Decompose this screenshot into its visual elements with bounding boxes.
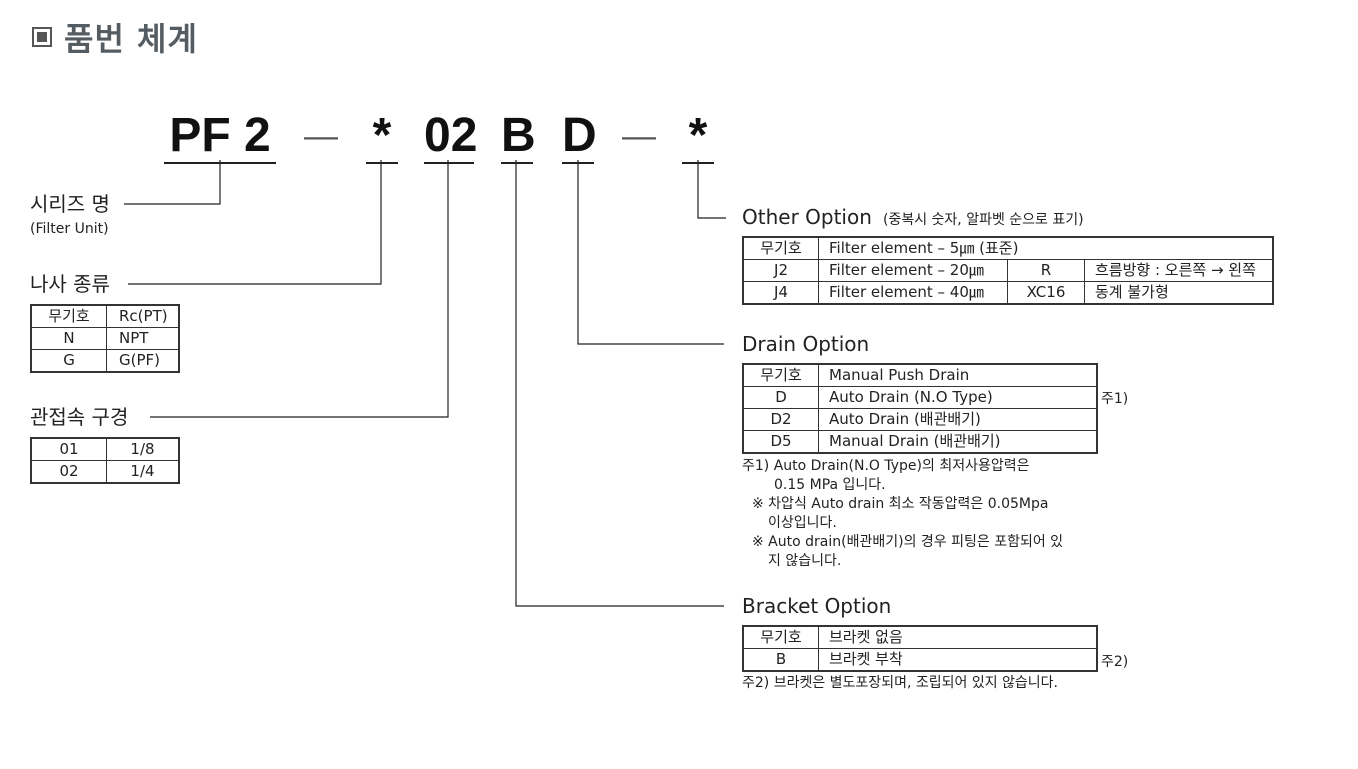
port-code: 02 <box>30 460 107 484</box>
port-value: 1/8 <box>106 437 180 461</box>
series-label: 시리즈 명 <box>30 192 110 216</box>
code-bracket: B <box>501 109 536 164</box>
drain-desc: Manual Push Drain <box>818 363 1098 387</box>
drain-note-line: 0.15 MPa 입니다. <box>774 477 886 493</box>
thread-table: 무기호 Rc(PT) N NPT G G(PF) <box>30 304 180 373</box>
leader-drain <box>577 160 724 345</box>
square-bullet-icon <box>32 27 52 47</box>
table-row: N NPT <box>30 327 180 350</box>
thread-code: N <box>30 327 107 350</box>
thread-code: G <box>30 349 107 373</box>
bracket-code: 무기호 <box>742 625 819 649</box>
port-value: 1/4 <box>106 460 180 484</box>
other-option-heading: Other Option (중복시 숫자, 알파벳 순으로 표기) <box>742 205 1084 229</box>
series-sublabel: (Filter Unit) <box>30 221 109 237</box>
drain-note-line: ※ Auto drain(배관배기)의 경우 피팅은 포함되어 있 <box>752 534 1064 550</box>
code-drain: D <box>562 109 597 164</box>
table-row: 무기호 Manual Push Drain <box>742 363 1098 387</box>
thread-value: G(PF) <box>106 349 180 373</box>
table-row: B 브라켓 부착 <box>742 648 1098 672</box>
drain-option-label: Drain Option <box>742 332 870 356</box>
bracket-code: B <box>742 648 819 672</box>
other-code: J2 <box>742 259 819 282</box>
other-desc: Filter element – 40㎛ <box>818 281 1008 305</box>
table-row: G G(PF) <box>30 349 180 373</box>
table-row: J4 Filter element – 40㎛ XC16 동계 불가형 <box>742 281 1274 305</box>
table-row: D Auto Drain (N.O Type) <box>742 386 1098 409</box>
thread-label: 나사 종류 <box>30 272 110 296</box>
other-code-2: XC16 <box>1007 281 1085 305</box>
table-row: J2 Filter element – 20㎛ R 흐름방향 : 오른쪽 → 왼… <box>742 259 1274 282</box>
bracket-note-marker: 주2) <box>1101 654 1129 670</box>
other-code-2: R <box>1007 259 1085 282</box>
leader-thread <box>128 160 382 285</box>
port-table: 01 1/8 02 1/4 <box>30 437 180 484</box>
code-thread: * <box>366 110 398 164</box>
drain-option-table: 무기호 Manual Push Drain D Auto Drain (N.O … <box>742 363 1098 454</box>
table-row: D5 Manual Drain (배관배기) <box>742 430 1098 454</box>
bracket-desc: 브라켓 없음 <box>818 625 1098 649</box>
leader-series <box>124 160 221 205</box>
other-desc-2: 동계 불가형 <box>1084 281 1274 305</box>
leader-port <box>150 160 449 418</box>
drain-note-line: 지 않습니다. <box>768 553 842 569</box>
page-title-group: 품번 체계 <box>32 14 198 60</box>
page-title: 품번 체계 <box>64 20 198 58</box>
thread-value: Rc(PT) <box>106 304 180 328</box>
other-desc-2: 흐름방향 : 오른쪽 → 왼쪽 <box>1084 259 1274 282</box>
bracket-desc: 브라켓 부착 <box>818 648 1098 672</box>
code-dash-2: — <box>622 117 656 155</box>
drain-desc: Manual Drain (배관배기) <box>818 430 1098 454</box>
port-code: 01 <box>30 437 107 461</box>
code-dash-1: — <box>304 117 338 155</box>
drain-code: 무기호 <box>742 363 819 387</box>
port-label: 관접속 구경 <box>30 405 129 429</box>
drain-note-line: 이상입니다. <box>768 515 837 531</box>
leader-other <box>697 160 726 219</box>
drain-code: D2 <box>742 408 819 431</box>
table-row: 무기호 Filter element – 5㎛ (표준) <box>742 236 1274 260</box>
other-code: 무기호 <box>742 236 819 260</box>
bracket-option-label: Bracket Option <box>742 594 892 618</box>
drain-code: D <box>742 386 819 409</box>
table-row: D2 Auto Drain (배관배기) <box>742 408 1098 431</box>
table-row: 02 1/4 <box>30 460 180 484</box>
other-option-label: Other Option <box>742 205 872 229</box>
bracket-option-table: 무기호 브라켓 없음 B 브라켓 부착 <box>742 625 1098 672</box>
code-port: 02 <box>424 109 478 164</box>
table-row: 무기호 브라켓 없음 <box>742 625 1098 649</box>
drain-note-marker: 주1) <box>1101 391 1129 407</box>
drain-desc: Auto Drain (N.O Type) <box>818 386 1098 409</box>
thread-value: NPT <box>106 327 180 350</box>
leader-bracket <box>515 160 724 607</box>
code-series: PF 2 <box>164 110 276 164</box>
drain-note-line: 주1) Auto Drain(N.O Type)의 최저사용압력은 <box>742 458 1030 474</box>
other-desc: Filter element – 5㎛ (표준) <box>818 236 1274 260</box>
drain-note-line: ※ 차압식 Auto drain 최소 작동압력은 0.05Mpa <box>752 496 1049 512</box>
other-option-table: 무기호 Filter element – 5㎛ (표준) J2 Filter e… <box>742 236 1274 305</box>
table-row: 무기호 Rc(PT) <box>30 304 180 328</box>
drain-desc: Auto Drain (배관배기) <box>818 408 1098 431</box>
other-desc: Filter element – 20㎛ <box>818 259 1008 282</box>
drain-notes: 주1) Auto Drain(N.O Type)의 최저사용압력은 0.15 M… <box>742 457 1063 571</box>
other-option-sublabel: (중복시 숫자, 알파벳 순으로 표기) <box>883 212 1084 228</box>
bracket-note: 주2) 브라켓은 별도포장되며, 조립되어 있지 않습니다. <box>742 675 1058 691</box>
other-code: J4 <box>742 281 819 305</box>
drain-code: D5 <box>742 430 819 454</box>
table-row: 01 1/8 <box>30 437 180 461</box>
thread-code: 무기호 <box>30 304 107 328</box>
